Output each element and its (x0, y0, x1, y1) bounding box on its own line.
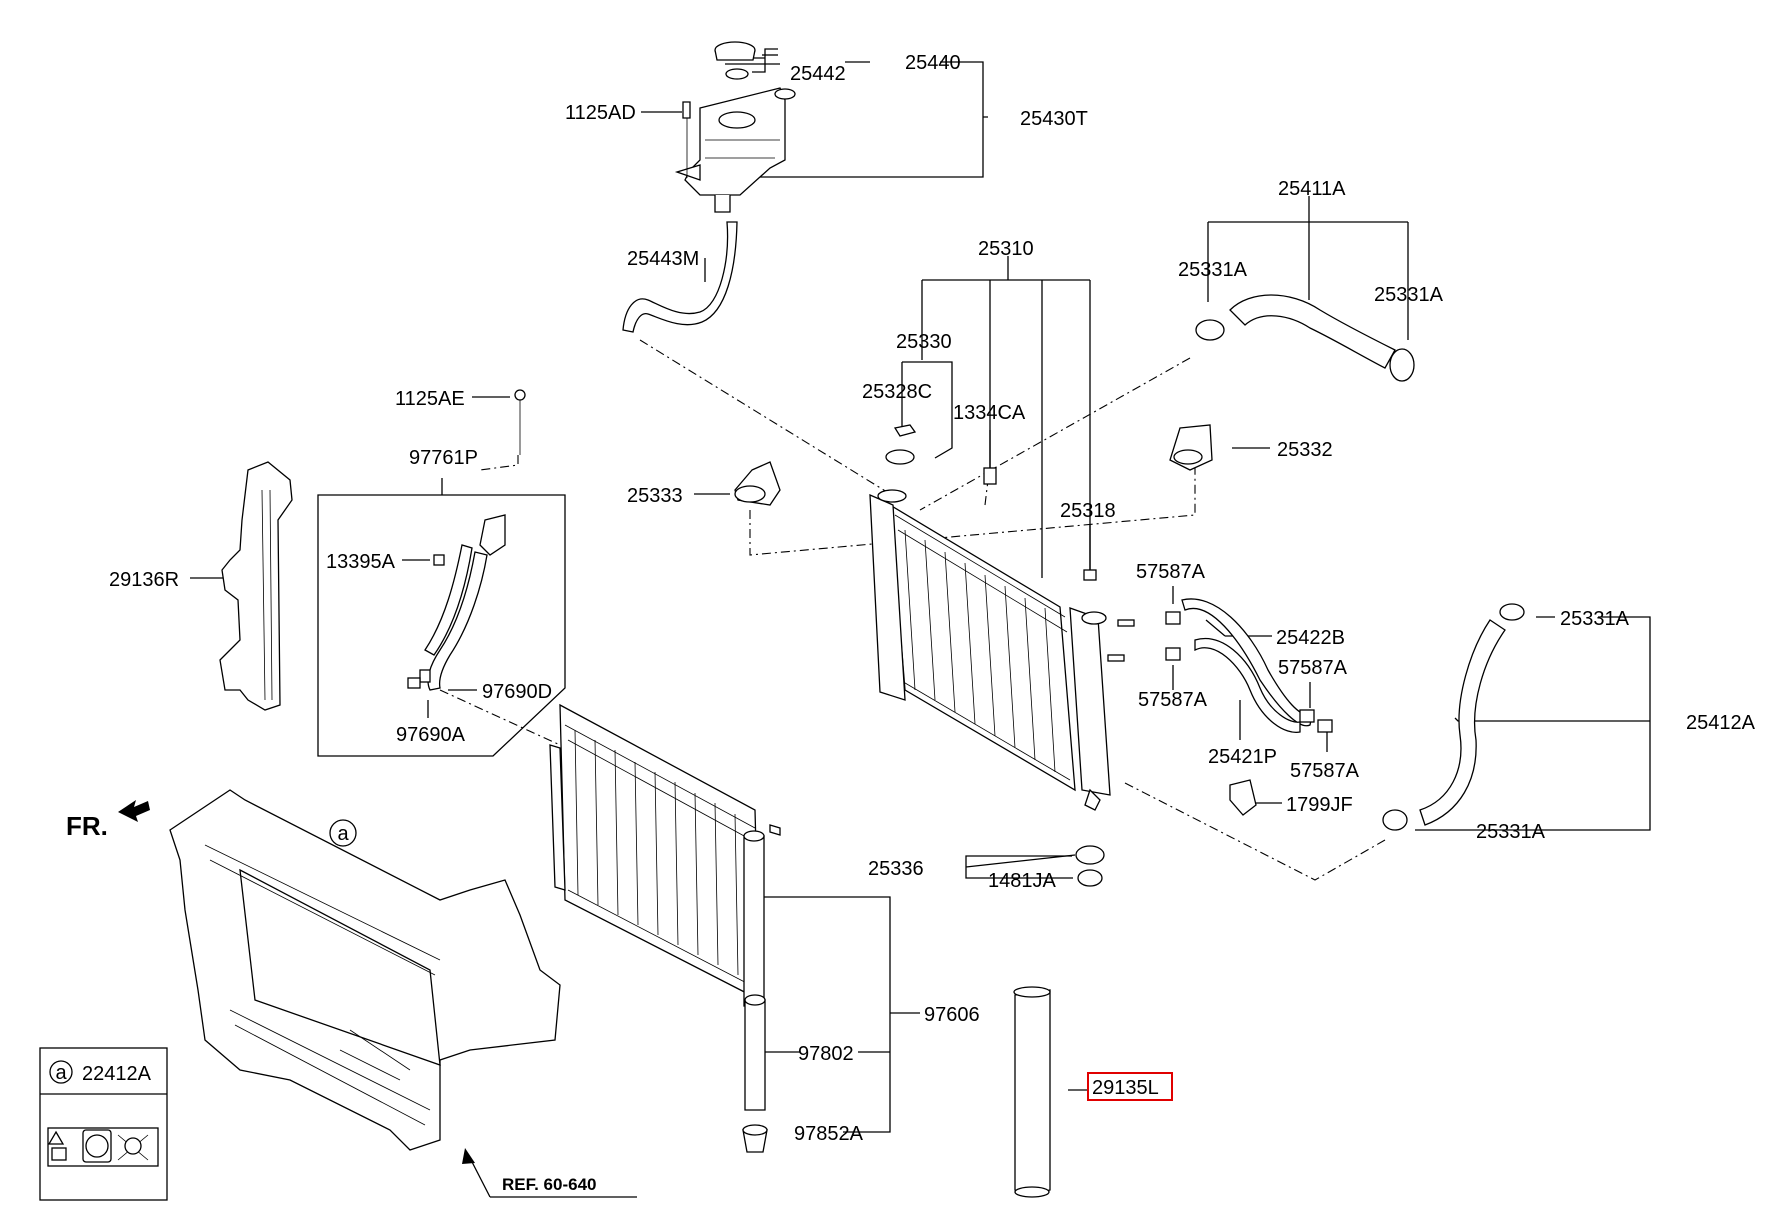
label-reference: REF. 60-640 (502, 1175, 597, 1194)
label-29135L: 29135L (1092, 1077, 1159, 1099)
label-25310: 25310 (978, 238, 1034, 260)
label-25318: 25318 (1060, 500, 1116, 522)
label-25331A-right-bottom: 25331A (1476, 821, 1546, 843)
label-57587A-mid: 57587A (1138, 689, 1208, 711)
oil-cooler-hoses (1165, 598, 1333, 816)
label-25332: 25332 (1277, 439, 1333, 461)
label-25331A-upper-right: 25331A (1374, 284, 1444, 306)
label-25336: 25336 (868, 858, 924, 880)
legend-box: a 22412A (39, 1047, 168, 1201)
label-25333: 25333 (627, 485, 683, 507)
label-25331A-right-top: 25331A (1560, 608, 1630, 630)
label-25442: 25442 (790, 63, 846, 85)
upper-hose-25411A (1195, 294, 1415, 382)
label-25430T: 25430T (1020, 108, 1088, 130)
front-arrow: FR. (66, 800, 150, 841)
label-29136R: 29136R (109, 569, 179, 591)
oil-cooler-line-97761P (407, 389, 526, 691)
label-97606: 97606 (924, 1004, 980, 1026)
label-25411A: 25411A (1278, 178, 1346, 200)
condenser (549, 703, 781, 1007)
label-97802: 97802 (798, 1043, 854, 1065)
label-57587A-right-lower: 57587A (1290, 760, 1360, 782)
label-97690A: 97690A (396, 724, 466, 746)
callout-a-label: a (337, 823, 349, 845)
air-guard-29136R (219, 461, 293, 711)
warning-icons (47, 1127, 159, 1167)
label-1799JF: 1799JF (1286, 794, 1353, 816)
label-25412A: 25412A (1686, 712, 1756, 734)
label-97852A: 97852A (794, 1123, 864, 1145)
hose-25443M (622, 221, 738, 333)
small-parts-radiator (734, 424, 1213, 581)
label-25421P: 25421P (1208, 746, 1277, 768)
receiver-drier (742, 994, 768, 1153)
radiator (869, 489, 1135, 811)
air-guard-29135L (1013, 986, 1051, 1198)
label-97761P: 97761P (409, 447, 478, 469)
label-1334CA: 1334CA (953, 402, 1026, 424)
label-25443M: 25443M (627, 248, 699, 270)
legend-part-number: 22412A (82, 1063, 152, 1085)
label-25440: 25440 (905, 52, 961, 74)
assembly-lines (439, 339, 1386, 881)
label-25328C: 25328C (862, 381, 932, 403)
label-1125AE: 1125AE (395, 388, 465, 410)
label-25422B: 25422B (1276, 627, 1345, 649)
label-25331A-upper-left: 25331A (1178, 259, 1248, 281)
label-57587A-top: 57587A (1136, 561, 1206, 583)
drain-plug (1075, 845, 1105, 887)
front-label: FR. (66, 811, 108, 841)
label-57587A-right-upper: 57587A (1278, 657, 1348, 679)
label-25330: 25330 (896, 331, 952, 353)
leader-lines (190, 48, 1651, 1198)
label-1481JA: 1481JA (988, 870, 1056, 892)
lower-hose-25412A (1382, 603, 1525, 831)
reservoir-assembly (674, 41, 796, 213)
highlight-box-29135L (1087, 1072, 1173, 1101)
legend-a-label: a (55, 1062, 67, 1084)
label-1125AD: 1125AD (565, 102, 636, 124)
label-97690D: 97690D (482, 681, 552, 703)
label-13395A: 13395A (326, 551, 396, 573)
carrier-front-end (169, 789, 561, 1151)
callout-a: a (329, 819, 357, 847)
part-labels: 25440 25442 1125AD 25430T 25443M 25411A … (109, 52, 1756, 1194)
